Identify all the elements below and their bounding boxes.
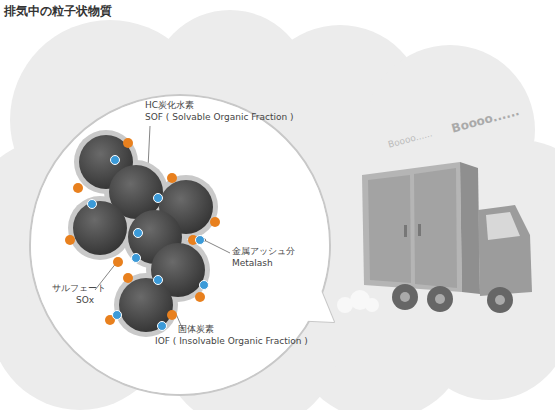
callout-label: Metalash	[232, 258, 273, 269]
particle-cluster	[65, 130, 220, 337]
callout-label: IOF ( Insolvable Organic Fraction )	[155, 336, 308, 347]
callout-label: SOF ( Solvable Organic Fraction )	[145, 112, 294, 123]
smoke-cloud	[0, 10, 555, 410]
callout-label: HC炭化水素	[145, 100, 194, 111]
speech-bubble	[30, 95, 334, 395]
truck	[337, 162, 532, 313]
ash-dots	[88, 156, 209, 331]
title: 排気中の粒子状物質	[4, 4, 112, 19]
callout-label: SOx	[76, 295, 94, 306]
sulfate-dots	[65, 138, 220, 325]
callout-label: サルフェート	[52, 283, 106, 294]
callout-label: 固体炭素	[178, 324, 214, 335]
callout-label: 金属アッシュ分	[232, 246, 295, 257]
